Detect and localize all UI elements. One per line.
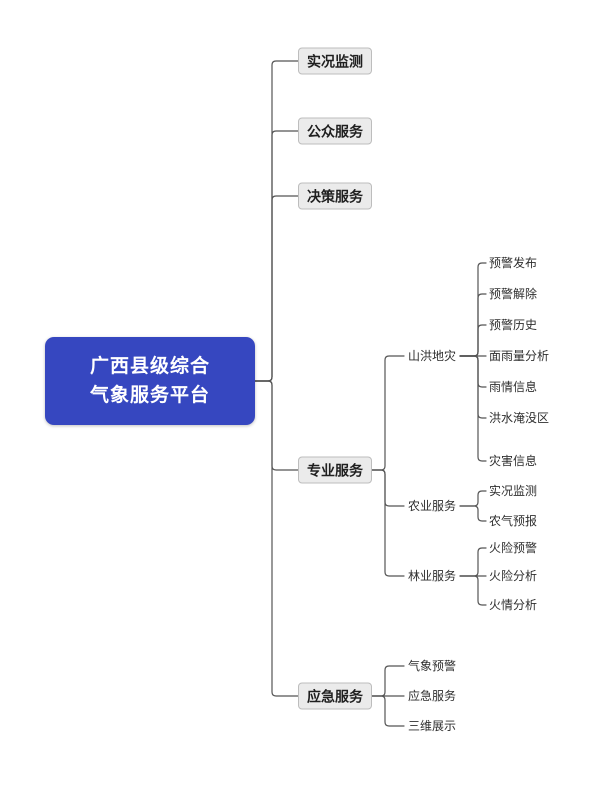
connector <box>254 130 299 382</box>
connector <box>254 60 299 382</box>
node-warning-lift[interactable]: 预警解除 <box>489 287 538 301</box>
node-fire-situation-analysis[interactable]: 火情分析 <box>489 598 538 612</box>
connector <box>364 469 405 577</box>
root-label-line2: 气象服务平台 <box>89 385 210 406</box>
node-agro-weather-forecast[interactable]: 农气预报 <box>489 514 538 528</box>
node-public-service[interactable]: 公众服务 <box>298 117 372 145</box>
connector <box>459 490 487 507</box>
node-emergency-service[interactable]: 应急服务 <box>298 682 372 710</box>
connector <box>364 355 405 471</box>
node-areal-rainfall-analysis[interactable]: 面雨量分析 <box>489 349 550 363</box>
root-label-line1: 广西县级综合 <box>89 355 210 377</box>
node-agriculture-service[interactable]: 农业服务 <box>408 499 457 513</box>
node-agri-live-monitoring[interactable]: 实况监测 <box>489 484 538 498</box>
node-rainfall-info[interactable]: 雨情信息 <box>489 380 538 394</box>
connector <box>459 355 487 388</box>
connector <box>459 547 487 577</box>
connector <box>459 575 487 606</box>
node-emergency-sub-service[interactable]: 应急服务 <box>408 689 457 703</box>
node-weather-warning[interactable]: 气象预警 <box>408 659 457 673</box>
node-decision-service[interactable]: 决策服务 <box>298 182 372 210</box>
node-3d-display[interactable]: 三维展示 <box>408 719 457 733</box>
connector <box>459 355 487 462</box>
node-flashflood-geohazard[interactable]: 山洪地灾 <box>408 349 457 363</box>
node-professional-service[interactable]: 专业服务 <box>298 456 372 484</box>
connector <box>254 380 299 471</box>
connector <box>364 695 405 727</box>
node-forestry-service[interactable]: 林业服务 <box>408 569 457 583</box>
connector <box>459 505 487 522</box>
connector <box>254 380 299 697</box>
connector <box>254 195 299 382</box>
node-fire-risk-warning[interactable]: 火险预警 <box>489 541 538 555</box>
node-root[interactable]: 广西县级综合 气象服务平台 <box>45 337 255 425</box>
node-live-monitoring[interactable]: 实况监测 <box>298 47 372 75</box>
node-warning-issue[interactable]: 预警发布 <box>489 256 538 270</box>
connector <box>459 324 487 357</box>
node-warning-history[interactable]: 预警历史 <box>489 318 538 332</box>
node-fire-risk-analysis[interactable]: 火险分析 <box>489 569 538 583</box>
node-disaster-info[interactable]: 灾害信息 <box>489 454 538 468</box>
node-flood-inundation-area[interactable]: 洪水淹没区 <box>489 411 550 425</box>
connector <box>459 262 487 357</box>
